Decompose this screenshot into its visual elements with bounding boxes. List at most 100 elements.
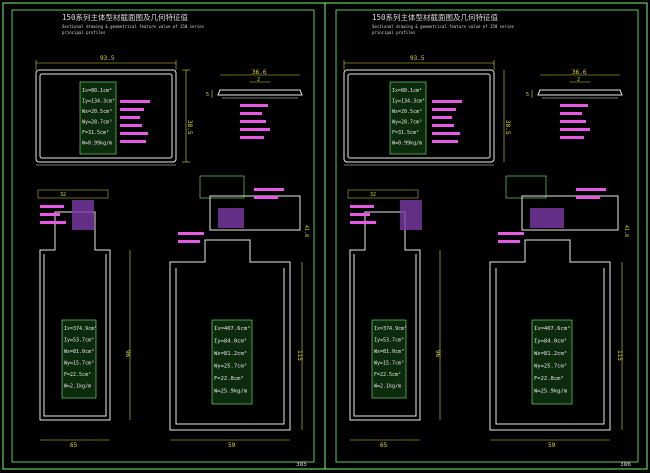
top-profile: [343, 69, 495, 166]
table-row: Iy=53.7cm⁴: [64, 338, 94, 344]
dim-body-height-2: 115: [296, 350, 303, 361]
table-row: F=22.5cm²: [374, 372, 401, 378]
sheet-title-en-2: principal profiles: [372, 30, 416, 35]
table-row: W=2.1kg/m: [374, 384, 401, 390]
table-row: Wy=25.7cm³: [534, 363, 567, 370]
sheet-right: 150系列主体型材截面图及几何特征值 Sectional drawing & g…: [335, 9, 639, 468]
dim-top-width: 93.5: [410, 55, 425, 62]
table-row: Wy=25.7cm³: [214, 363, 247, 370]
cap-profile: [217, 89, 303, 99]
table-row: Ix=407.6cm⁴: [534, 325, 570, 332]
table-row: Wx=81.2cm³: [534, 350, 567, 357]
right-table-rows: Ix=407.6cm⁴ Iy=84.0cm⁴ Wx=81.2cm³ Wy=25.7cm…: [214, 325, 250, 395]
table-row: Wy=28.7cm³: [82, 120, 112, 126]
table-row: Wy=15.7cm³: [64, 361, 94, 367]
sheet-left: 150系列主体型材截面图及几何特征值 Sectional drawing & g…: [11, 9, 315, 468]
table-row: Wx=20.5cm³: [82, 109, 112, 115]
cap-profile: [537, 89, 623, 99]
sheet-left-frame: [11, 9, 315, 463]
right-body-profile: [169, 239, 291, 431]
dim-mid-2: 41.8: [303, 225, 309, 237]
table-row: Ix=407.6cm⁴: [214, 325, 250, 332]
table-row: W=0.99kg/m: [392, 141, 422, 147]
right-labels: [178, 188, 284, 243]
cap-dim-lines: [211, 74, 300, 98]
table-row: W=25.9kg/m: [534, 389, 568, 395]
top-table-box: [389, 81, 427, 155]
cap-labels: [240, 104, 270, 139]
table-row: Wx=81.2cm³: [214, 350, 247, 357]
bottom-table-box: [61, 319, 97, 399]
bottom-table-box: [371, 319, 407, 399]
dim-cap-width: 36.6: [252, 69, 267, 76]
table-row: W=0.99kg/m: [82, 141, 112, 147]
dim-cap-height: 5: [526, 92, 529, 98]
left-top-dim: [37, 189, 109, 199]
dim-cap-side: 2: [577, 77, 580, 83]
table-row: Ix=374.9cm⁴: [64, 326, 97, 332]
left-body-profile: [349, 211, 421, 421]
sheet-title-en-2: principal profiles: [62, 30, 106, 35]
table-row: Iy=134.3cm⁴: [392, 99, 425, 105]
table-row: W=2.1kg/m: [64, 384, 91, 390]
dim-body-height-2: 115: [616, 350, 623, 361]
table-row: Wx=20.5cm³: [392, 109, 422, 115]
right-connector-frame: [521, 195, 619, 231]
right-top-box: [505, 175, 547, 199]
sheet-title-en-1: Sectional drawing & geometrical feature …: [62, 24, 205, 29]
top-table-rows: Ix=80.1cm⁴ Iy=134.3cm⁴ Wx=20.5cm³ Wy=28.7cm…: [82, 88, 115, 147]
left-insert: [72, 200, 94, 230]
table-row: Ix=374.9cm⁴: [374, 326, 407, 332]
dim-body-width-right: 59: [228, 442, 236, 449]
dim-mid-2: 41.8: [623, 225, 629, 237]
table-row: Wx=81.0cm³: [374, 349, 404, 355]
right-insert: [218, 208, 244, 228]
page-number: 385: [296, 461, 307, 468]
table-row: W=25.9kg/m: [214, 389, 248, 395]
dim-body-height: 96: [124, 350, 131, 358]
right-table-rows: Ix=407.6cm⁴Iy=84.0cm⁴Wx=81.2cm³Wy=25.7cm…: [534, 325, 570, 395]
top-dim-lines: [343, 60, 505, 162]
dim-cap-side: 2: [257, 77, 260, 83]
dim-top-height: 38.5: [186, 120, 193, 135]
right-table-box: [531, 319, 573, 405]
dim-mid-1: 32: [370, 192, 376, 198]
bottom-table-rows: Ix=374.9cm⁴ Iy=53.7cm⁴ Wx=81.0cm³ Wy=15.7cm…: [64, 326, 97, 390]
sheet-right-frame: [335, 9, 639, 463]
table-row: F=22.8cm²: [214, 375, 244, 382]
table-row: Iy=84.0cm⁴: [214, 338, 247, 345]
table-row: F=22.5cm²: [64, 372, 91, 378]
table-row: F=31.5cm²: [392, 130, 419, 136]
top-labels: [120, 100, 150, 143]
dim-body-width-left: 65: [70, 442, 78, 449]
table-row: Ix=80.1cm⁴: [392, 88, 422, 94]
dim-body-width-left: 65: [380, 442, 388, 449]
right-labels: [498, 188, 606, 243]
cap-dim-lines: [531, 74, 620, 98]
cap-labels: [560, 104, 590, 139]
right-top-box: [199, 175, 245, 199]
bottom-table-rows: Ix=374.9cm⁴ Iy=53.7cm⁴ Wx=81.0cm³ Wy=15.7cm…: [374, 326, 407, 390]
table-row: Wy=15.7cm³: [374, 361, 404, 367]
sheet-title-cn: 150系列主体型材截面图及几何特征值: [372, 12, 499, 22]
left-top-dim: [347, 189, 419, 199]
left-labels: [40, 205, 66, 224]
table-row: Ix=80.1cm⁴: [82, 88, 112, 94]
top-dim-lines: [35, 60, 190, 163]
dim-mid-1: 32: [60, 192, 66, 198]
sheet-title-en-1: Sectional drawing & geometrical feature …: [372, 24, 515, 29]
dim-cap-width: 36.6: [572, 69, 587, 76]
left-body-profile: [39, 211, 111, 421]
top-table-box: [79, 81, 117, 155]
table-row: F=22.8cm²: [534, 375, 564, 382]
top-profile: [35, 69, 177, 166]
dim-body-width-right: 59: [548, 442, 556, 449]
top-labels: [432, 100, 462, 143]
dim-cap-height: 5: [206, 92, 209, 98]
table-row: Iy=134.3cm⁴: [82, 99, 115, 105]
table-row: F=31.5cm²: [82, 130, 109, 136]
dim-top-width: 93.5: [100, 55, 115, 62]
table-row: Iy=53.7cm⁴: [374, 338, 404, 344]
table-row: Wx=81.0cm³: [64, 349, 94, 355]
